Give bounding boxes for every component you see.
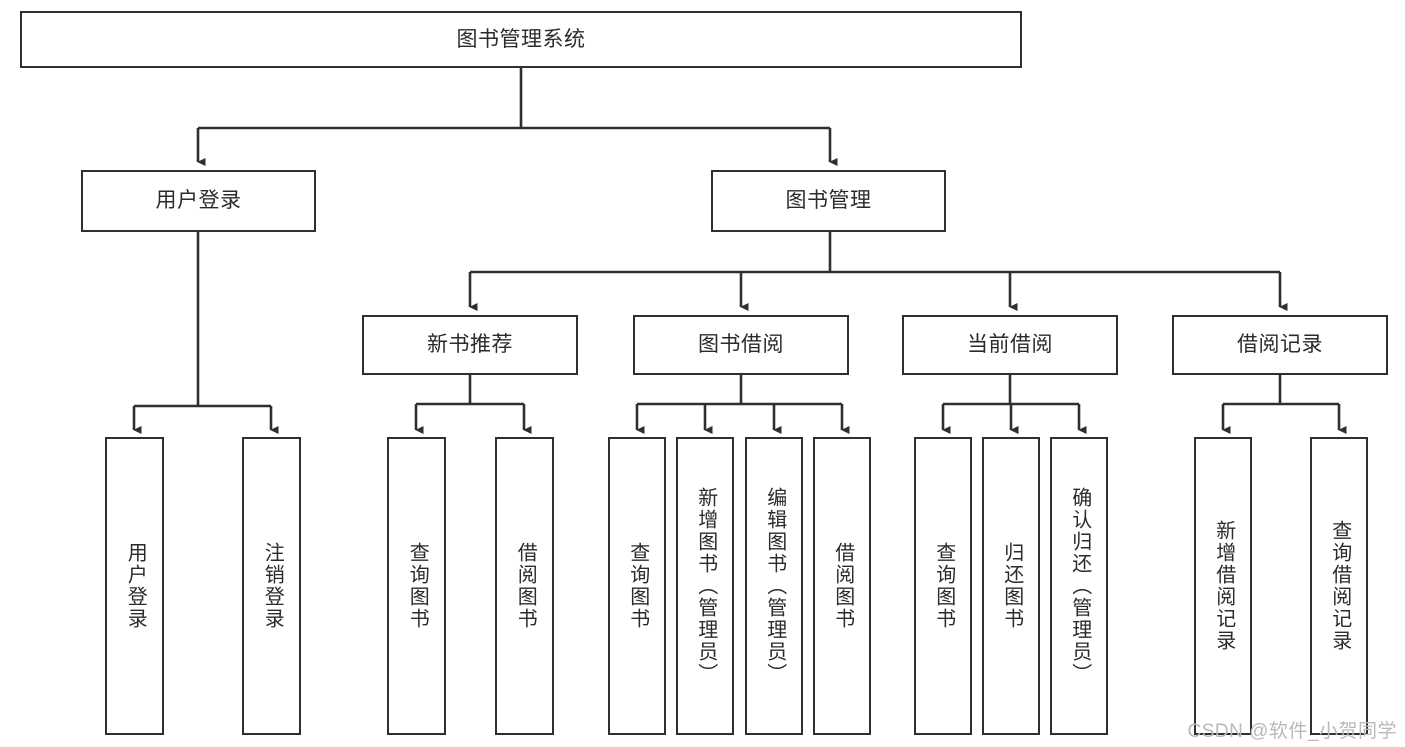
node-book-management[interactable]: 图书管理 xyxy=(711,170,946,232)
node-label: 图书管理 xyxy=(785,189,872,213)
node-label: 图书管理系统 xyxy=(456,27,586,51)
node-label: 确认归还（管理员） xyxy=(1068,487,1091,685)
node-leaf-query-book[interactable]: 查询图书 xyxy=(608,437,666,735)
node-label: 查询图书 xyxy=(626,542,649,630)
node-leaf-return-book[interactable]: 归还图书 xyxy=(982,437,1040,735)
node-leaf-borrow-book-newbook[interactable]: 借阅图书 xyxy=(495,437,554,735)
node-label: 归还图书 xyxy=(1000,542,1023,630)
node-root-system[interactable]: 图书管理系统 xyxy=(20,11,1022,68)
node-label: 借阅记录 xyxy=(1237,333,1323,357)
node-current-borrow[interactable]: 当前借阅 xyxy=(902,315,1118,375)
node-label: 借阅图书 xyxy=(514,542,537,630)
node-label: 图书借阅 xyxy=(698,333,784,357)
node-leaf-add-borrow-record[interactable]: 新增借阅记录 xyxy=(1194,437,1252,735)
node-label: 当前借阅 xyxy=(967,333,1053,357)
node-label: 查询图书 xyxy=(406,542,429,630)
node-leaf-query-book-current[interactable]: 查询图书 xyxy=(914,437,972,735)
node-label: 编辑图书（管理员） xyxy=(763,487,786,685)
node-label: 新增借阅记录 xyxy=(1212,520,1235,652)
node-leaf-confirm-return-admin[interactable]: 确认归还（管理员） xyxy=(1050,437,1108,735)
node-label: 用户登录 xyxy=(124,542,147,630)
node-label: 新书推荐 xyxy=(427,333,513,357)
watermark-text: CSDN @软件_小贺同学 xyxy=(1187,721,1397,742)
node-label: 查询借阅记录 xyxy=(1328,520,1351,652)
node-book-borrow[interactable]: 图书借阅 xyxy=(633,315,849,375)
node-leaf-edit-book-admin[interactable]: 编辑图书（管理员） xyxy=(745,437,803,735)
node-leaf-query-book-newbook[interactable]: 查询图书 xyxy=(387,437,446,735)
node-label: 新增图书（管理员） xyxy=(694,487,717,685)
node-label: 用户登录 xyxy=(155,189,242,213)
node-leaf-add-book-admin[interactable]: 新增图书（管理员） xyxy=(676,437,734,735)
node-leaf-logout[interactable]: 注销登录 xyxy=(242,437,301,735)
node-leaf-user-login[interactable]: 用户登录 xyxy=(105,437,164,735)
node-label: 注销登录 xyxy=(261,542,284,630)
node-user-login[interactable]: 用户登录 xyxy=(81,170,316,232)
node-leaf-borrow-book[interactable]: 借阅图书 xyxy=(813,437,871,735)
node-leaf-query-borrow-record[interactable]: 查询借阅记录 xyxy=(1310,437,1368,735)
node-label: 查询图书 xyxy=(932,542,955,630)
node-new-book-recommend[interactable]: 新书推荐 xyxy=(362,315,578,375)
node-borrow-record[interactable]: 借阅记录 xyxy=(1172,315,1388,375)
node-label: 借阅图书 xyxy=(831,542,854,630)
